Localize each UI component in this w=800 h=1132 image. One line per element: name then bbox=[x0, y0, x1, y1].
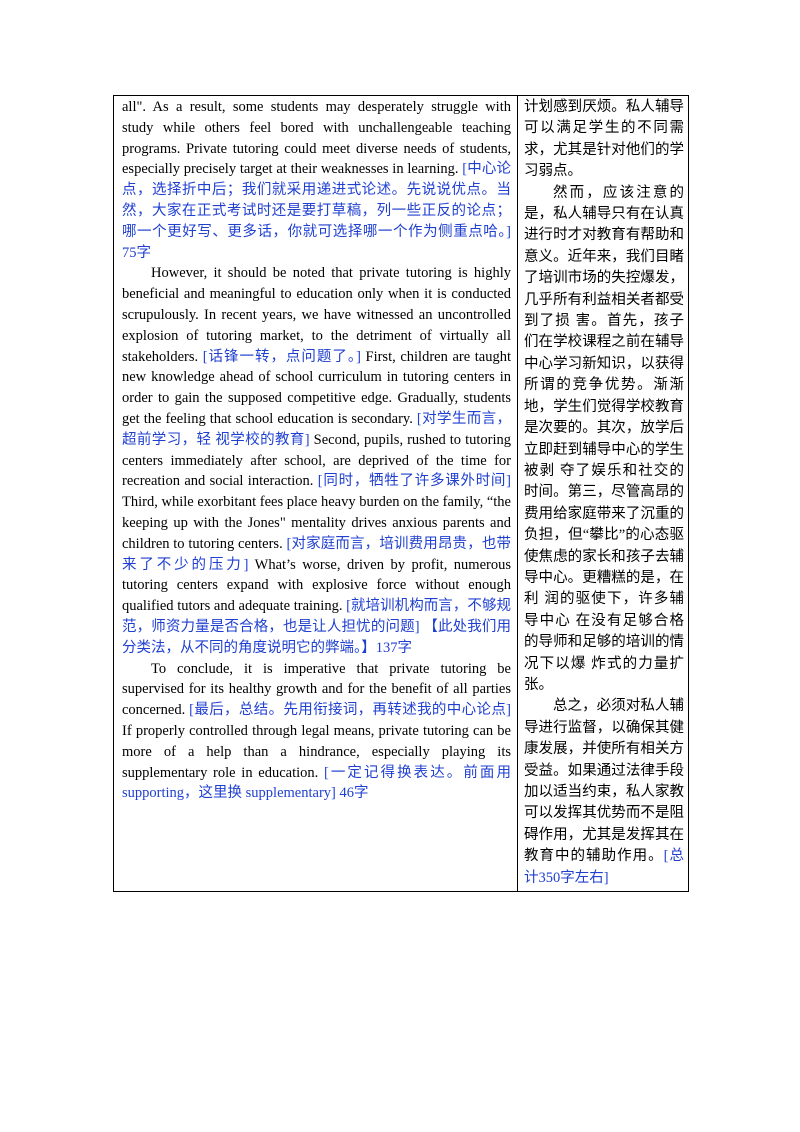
annotation-note: [对家庭而言，培训费用昂贵，也带来了不少的压力] bbox=[122, 535, 511, 573]
annotation-note: [一定记得换表达。前面用 supporting，这里换 supplementar… bbox=[122, 764, 512, 802]
annotation-note: [同时，牺牲了许多课外时间] bbox=[317, 473, 511, 490]
essay-table: all". As a result, some students may des… bbox=[113, 94, 689, 893]
paragraph-text: To conclude, it is imperative that priva… bbox=[122, 660, 511, 719]
english-paragraph-1: all". As a result, some students may des… bbox=[122, 97, 511, 263]
paragraph-text: 然而，应该注意的是，私人辅导只有在认真进行时才对教育有帮助和意义。近年来，我们目… bbox=[524, 184, 684, 693]
paragraph-text: However, it should be noted that private… bbox=[122, 265, 511, 365]
paragraph-text: If properly controlled through legal mea… bbox=[122, 722, 511, 781]
paragraph-text: all". As a result, some students may des… bbox=[122, 99, 511, 178]
paragraph-text: Third, while exorbitant fees place heavy… bbox=[122, 494, 511, 552]
paragraph-text: 总之，必须对私人辅导进行监督，以确保其健康发展，并使所有相关方受益。如果通过法律… bbox=[524, 698, 684, 865]
paragraph-text: First, children are taught new knowledge… bbox=[122, 348, 511, 427]
chinese-translation-cell: 计划感到厌烦。私人辅导可以满足学生的不同需求，尤其是针对他们的学习弱点。 然而，… bbox=[517, 94, 689, 893]
english-essay-cell: all". As a result, some students may des… bbox=[113, 94, 518, 893]
chinese-paragraph-3: 总之，必须对私人辅导进行监督，以确保其健康发展，并使所有相关方受益。如果通过法律… bbox=[524, 696, 684, 889]
chinese-paragraph-1: 计划感到厌烦。私人辅导可以满足学生的不同需求，尤其是针对他们的学习弱点。 bbox=[524, 97, 684, 183]
english-paragraph-2: However, it should be noted that private… bbox=[122, 263, 511, 658]
annotation-note: [就培训机构而言，不够规范，师资力量是否合格，也是让人担忧的问题] 【此处我们用… bbox=[122, 598, 512, 656]
paragraph-text: 计划感到厌烦。私人辅导可以满足学生的不同需求，尤其是针对他们的学习弱点。 bbox=[524, 99, 684, 180]
annotation-note: [对学生而言，超前学习，轻 视学校的教育] bbox=[122, 410, 511, 448]
annotation-note: [总计350字左右] bbox=[524, 848, 684, 886]
paragraph-text: Second, pupils, rushed to tutoring cente… bbox=[122, 431, 511, 490]
paragraph-text: What’s worse, driven by profit, numerous… bbox=[122, 556, 511, 615]
table-row: all". As a result, some students may des… bbox=[113, 94, 689, 893]
annotation-note: [话锋一转，点问题了。] bbox=[202, 348, 361, 365]
chinese-paragraph-2: 然而，应该注意的是，私人辅导只有在认真进行时才对教育有帮助和意义。近年来，我们目… bbox=[524, 183, 684, 697]
annotation-note: [最后，总结。先用衔接词，再转述我的中心论点] bbox=[189, 702, 511, 719]
annotation-note: [中心论点，选择折中后；我们就采用递进式论述。先说说优点。当然，大家在正式考试时… bbox=[122, 161, 511, 261]
english-paragraph-3: To conclude, it is imperative that priva… bbox=[122, 659, 511, 805]
